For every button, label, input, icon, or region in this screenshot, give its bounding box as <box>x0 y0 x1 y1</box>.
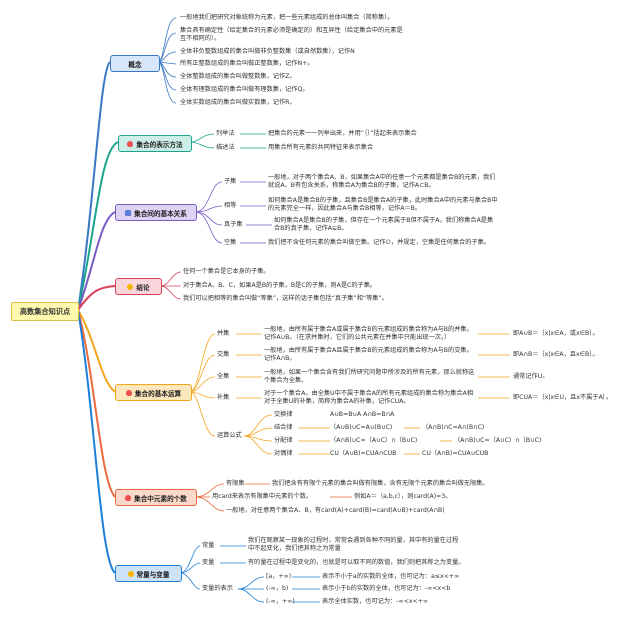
concept-item-3: 全体非负整数组成的集合叫做非负整数集（或自然数集），记作N <box>180 48 355 55</box>
relation-desc-1: 一般地，对于两个集合A、B，如果集合A中的任意一个元素都是集合B的元素，我们就说… <box>268 174 496 189</box>
branch-ops-label: 集合的基本运算 <box>134 389 182 398</box>
formula-b-2: （A∩B)∩C=A∩(B∩C) <box>422 424 485 431</box>
root-node[interactable]: 高数集合知识点 <box>11 302 79 321</box>
branch-conclusion-label: 结论 <box>136 283 150 292</box>
branch-relation-label: 集合间的基本关系 <box>134 209 187 218</box>
count-name-1: 有限集 <box>226 480 245 487</box>
formulas-label: 运算公式 <box>217 432 242 439</box>
formula-a-2: （A∪B)∪C=A∪(B∪C) <box>330 424 393 431</box>
ops-name-3: 全集 <box>217 373 230 380</box>
concept-item-5: 全体整数组成的集合叫做整数集，记作Z。 <box>180 73 296 80</box>
conclusion-item-1: 任何一个集合是它本身的子集。 <box>183 268 270 275</box>
ops-desc-1: 一般地，由所有属于集合A或属于集合B的元素组成的集合称为A与B的并集。记作A∪B… <box>264 326 473 341</box>
formula-a-3: （A∩B)∪C=（A∪C）∩（B∪C) <box>330 437 418 444</box>
root-label: 高数集合知识点 <box>19 306 71 316</box>
count-name-2: 用card来表示有限集中元素的个数。 <box>212 493 313 500</box>
concept-item-1: 一般地我们把研究对象统称为元素，把一些元素组成的总体叫集合（简称集）。 <box>180 14 394 21</box>
fire-icon <box>125 389 132 396</box>
count-name-3: 一般地，对任意两个集合A、B，有card(A)+card(B)=card(A∪B… <box>226 507 445 514</box>
conclusion-item-2: 对于集合A、B、C，如果A是B的子集，B是C的子集，则A是C的子集。 <box>183 282 377 289</box>
formula-name-1: 交换律 <box>274 411 293 418</box>
formula-a-1: A∪B=B∪A A∩B=B∩A <box>330 411 395 418</box>
formula-a-4: CU（A∪B)=CUA∩CUB <box>330 450 397 457</box>
ops-desc-3: 一般地，如果一个集合含有我们所研究问题中所涉及的所有元素，那么就称这个集合为全集… <box>264 369 475 384</box>
branch-line-ops <box>77 309 116 393</box>
ops-name-2: 交集 <box>217 351 230 358</box>
branch-conclusion[interactable]: 结论 <box>115 278 162 295</box>
star-icon <box>127 570 134 577</box>
branch-count[interactable]: 集合中元素的个数 <box>115 489 197 506</box>
const-desc-1: 我们在观察某一现象的过程时，常常会遇到各种不同的量，其中有的量在过程中不起变化，… <box>248 537 459 552</box>
ops-note-4: 即CUA＝｛x|x∈U，且x不属于A｝。 <box>513 394 613 401</box>
const-name-2: 变量 <box>202 559 215 566</box>
const-range-desc-2: 表示小于b的实数的全体，也可记为：-∞<x<b <box>322 585 451 592</box>
const-range-desc-3: 表示全体实数，也可记为：-∞<x<+∞ <box>322 598 429 605</box>
conclusion-item-3: 我们可以把相等的集合叫做“等集”，这样的话子集包括“真子集”和“等集”。 <box>183 295 388 302</box>
formula-b-3: （A∩B)∪C=（A∪C）∩（B∪C) <box>454 437 542 444</box>
branch-line-conclusion <box>77 285 116 311</box>
ops-note-2: 即A∩B＝｛x|x∈A，且x∈B｝。 <box>513 351 599 358</box>
branch-repr-label: 集合的表示方法 <box>136 140 183 149</box>
ops-note-1: 即A∪B＝｛x|x∈A，或x∈B｝。 <box>513 330 599 337</box>
concept-item-7: 全体实数组成的集合叫做实数集，记作R。 <box>180 99 296 106</box>
branch-repr[interactable]: 集合的表示方法 <box>118 135 192 152</box>
relation-name-3: 真子集 <box>224 221 243 228</box>
branch-ops[interactable]: 集合的基本运算 <box>115 384 192 401</box>
repr-desc-2: 用集合所有元素的共同特征来表示集合 <box>268 144 374 151</box>
branch-const-label: 常量与变量 <box>136 570 170 579</box>
const-range-1: [a，+∞) <box>266 573 292 580</box>
branch-line-count <box>77 309 116 498</box>
repr-name-2: 描述法 <box>216 144 235 151</box>
branch-relation[interactable]: 集合间的基本关系 <box>115 204 197 221</box>
branch-line-const <box>77 309 116 574</box>
const-name-1: 常量 <box>202 542 215 549</box>
concept-item-2: 集合具有确定性（给定集合的元素必须是确定的）和互异性（给定集合中的元素是互不相同… <box>180 27 403 42</box>
branch-const[interactable]: 常量与变量 <box>115 565 182 582</box>
const-desc-2: 有的量在过程中是变化的，也就是可以取不同的数值，我们则把其称之为变量。 <box>248 559 465 566</box>
grid-icon <box>125 209 132 216</box>
formula-b-4: CU（A∩B)=CUA∪CUB <box>422 450 489 457</box>
relation-desc-3: 如何集合A是集合B的子集，但存在一个元素属于B但不属于A，我们称集合A是集合B的… <box>274 217 494 232</box>
const-range-desc-1: 表示不小于a的实数的全体，也可记为：a≤x<+∞ <box>322 573 460 580</box>
branch-line-concept <box>77 61 111 311</box>
branch-line-relation <box>77 211 116 311</box>
concept-item-6: 全体有理数组成的集合叫做有理数集，记作Q。 <box>180 86 309 93</box>
ops-note-3: 通常记作U。 <box>513 373 549 380</box>
const-range-3: (-∞，+∞) <box>266 598 295 605</box>
const-range-2: (-∞，b) <box>266 585 289 592</box>
concept-item-4: 所有正整数组成的集合叫做正整数集，记作N+。 <box>180 60 314 67</box>
branch-concept[interactable]: 概念 <box>110 55 160 72</box>
relation-name-2: 相等 <box>224 202 237 209</box>
relation-desc-4: 我们把不含任何元素的集合叫做空集。记作∅，并规定，空集是任何集合的子集。 <box>268 239 490 246</box>
ops-name-1: 并集 <box>217 330 230 337</box>
ops-desc-2: 一般地，由所有属于集合A且属于集合B的元素组成的集合称为A与B的交集。记作A∩B… <box>264 347 473 362</box>
fire-icon <box>127 140 134 147</box>
bulb-icon <box>127 283 134 290</box>
branch-concept-label: 概念 <box>128 60 142 69</box>
formula-name-2: 结合律 <box>274 424 293 431</box>
fire-icon <box>125 494 132 501</box>
count-desc-1: 我们把含有有限个元素的集合叫做有限集，含有无限个元素的集合叫做无限集。 <box>272 480 489 487</box>
relation-name-4: 空集 <box>224 239 237 246</box>
count-desc-2: 例如A＝｛a,b,c｝，则card(A)=3。 <box>354 493 452 500</box>
relation-desc-2: 如何集合A是集合B的子集，且集合B是集合A的子集，此时集合A中的元素与集合B中的… <box>268 197 498 212</box>
const-repr-label: 变量的表示 <box>202 585 233 592</box>
repr-name-1: 列举法 <box>216 130 235 137</box>
ops-name-4: 补集 <box>217 394 230 401</box>
repr-desc-1: 把集合的元素一一列举出来，并用“｛｝”括起来表示集合 <box>268 130 417 137</box>
branch-line-repr <box>77 141 119 311</box>
formula-name-3: 分配律 <box>274 437 293 444</box>
relation-name-1: 子集 <box>224 178 237 185</box>
ops-desc-4: 对于一个集合A，由全集U中不属于集合A的所有元素组成的集合称为集合A相对于全集U… <box>264 390 474 405</box>
branch-count-label: 集合中元素的个数 <box>134 494 187 503</box>
formula-name-4: 对偶律 <box>274 450 293 457</box>
